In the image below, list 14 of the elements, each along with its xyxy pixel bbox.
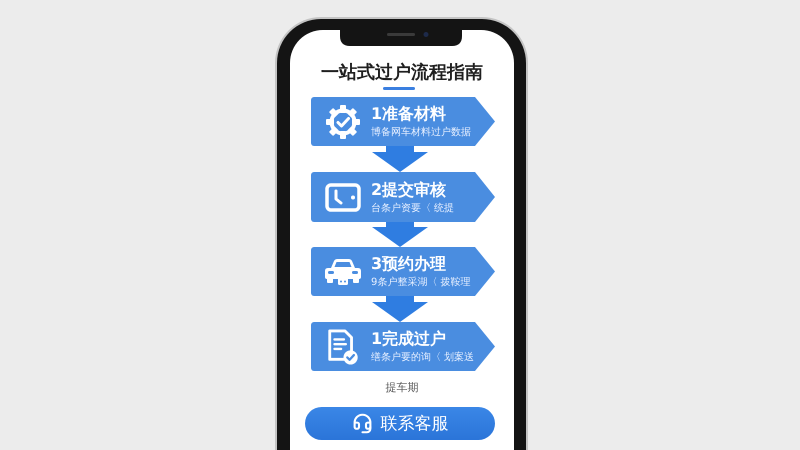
footer-note: 提车期 xyxy=(386,381,418,395)
contact-button: 联系客服 xyxy=(305,407,495,440)
step-title: 1准备材料 xyxy=(371,104,446,124)
step-title: 2提交审核 xyxy=(371,180,446,200)
step-title: 1完成过户 xyxy=(371,329,446,349)
guide-title: 一站式过户流程指南 xyxy=(321,61,483,85)
flow-arrow xyxy=(372,146,428,172)
step-description: 9条户整采湖〈 拨鞍理 xyxy=(371,276,471,289)
step-description: 缮条户要的询〈 划案送 xyxy=(371,351,474,364)
flow-arrow xyxy=(372,296,428,322)
flow-arrow xyxy=(372,222,428,247)
step-description: 博备网车材料过户数据 xyxy=(371,126,471,139)
step-title: 3预约办理 xyxy=(371,254,446,274)
step-description: 台条户资要〈 统提 xyxy=(371,202,454,214)
